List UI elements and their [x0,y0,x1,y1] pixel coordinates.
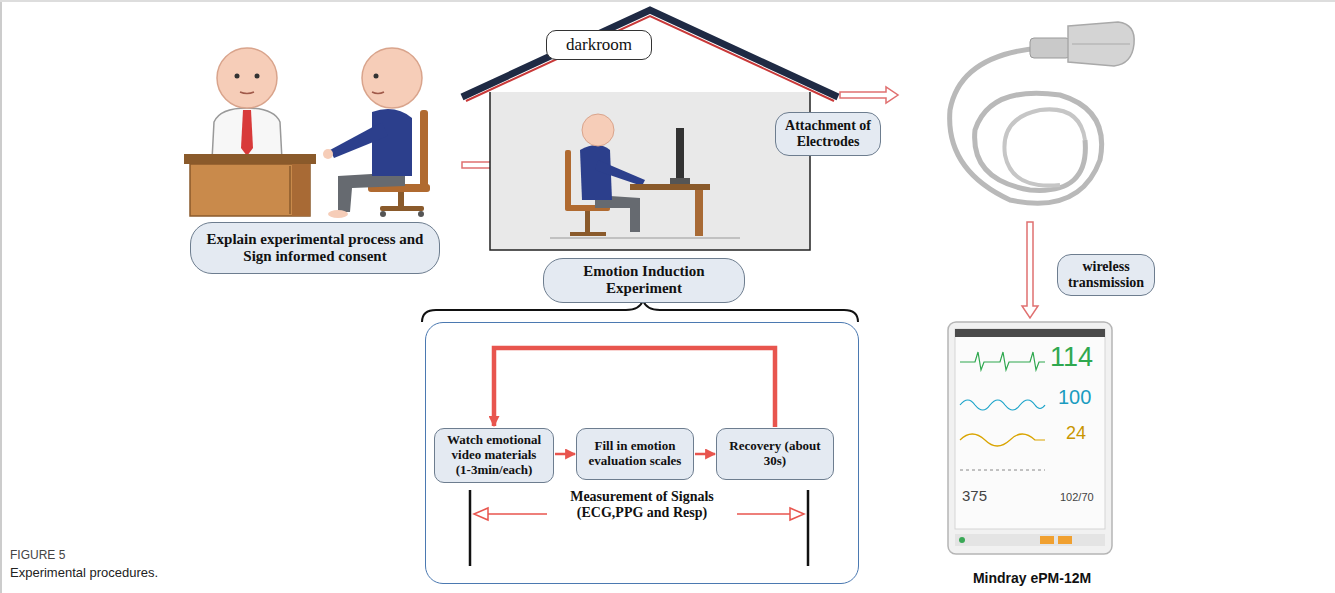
box-text: Fill in emotion evaluation scales [585,439,685,469]
chair-base [570,232,606,236]
pants [338,172,405,212]
chair-post [398,192,404,208]
box-text: darkroom [566,35,632,55]
step-box: Explain experimental process and Sign in… [190,222,440,274]
desk-leg [695,190,703,236]
process-arrow [1022,222,1038,318]
temp-value: 375 [962,488,987,505]
box-text: Watch emotional video materials (1-3min/… [443,433,545,478]
clip-seam [1072,44,1130,45]
eye [235,74,240,79]
transition-box: Attachment of Electrodes [775,112,881,156]
cycle-step-box: Watch emotional video materials (1-3min/… [434,428,554,483]
connector-arrow [695,453,715,456]
resp-value: 24 [1066,424,1086,444]
cable [950,48,1102,203]
monitor-body [948,322,1112,554]
process-arrow [840,87,898,103]
spo2-value: 100 [1058,386,1091,408]
figure-caption: Experimental procedures. [10,566,158,580]
sensor-cable [950,22,1135,203]
floor [550,238,740,239]
pants [595,195,640,232]
eye [374,74,379,79]
arm [595,160,645,186]
finger-clip [1068,22,1134,66]
chair-back [565,150,571,210]
figure-number: FIGURE 5 [10,549,65,562]
screen-header [955,329,1105,337]
connector-arrow [555,453,575,456]
box-text: Explain experimental process and Sign in… [199,231,431,266]
chair-back [420,110,428,190]
desk-front [190,164,310,216]
box-text: Recovery (about 30s) [725,439,825,469]
box-text: wireless transmission [1066,259,1146,291]
shirt [212,108,282,160]
waveform [960,434,1045,446]
chair-post [585,211,590,233]
eye [255,74,260,79]
chair-wheel [418,211,424,217]
button [959,537,965,543]
hand [323,149,333,159]
arrow-head [790,508,804,520]
monitor-screen [955,329,1105,529]
roof [462,10,838,97]
waveform [960,400,1045,410]
participant-figure [323,48,430,218]
cycle-step-box: Fill in emotion evaluation scales [576,428,694,480]
arm [330,122,388,158]
plug [1030,38,1070,58]
chair-base [380,206,424,211]
desk-top [184,154,316,164]
monitor [676,128,684,178]
step-box: Emotion Induction Experiment [543,258,745,303]
frame-line [0,0,2,593]
measure-bar [469,490,472,566]
sweater [372,109,412,176]
foot [328,210,348,218]
button [1040,536,1054,544]
roof-trim [466,16,834,101]
panel-caption: Measurement of Signals (ECG,PPG and Resp… [547,489,737,521]
room-label-box: darkroom [546,30,652,60]
cable [1004,109,1085,185]
heart-rate-value: 114 [1050,343,1093,373]
tie [241,110,253,156]
chair-wheel [380,211,386,217]
desk [184,154,316,216]
device-name: Mindray ePM-12M [950,571,1114,586]
button-bar [955,534,1105,546]
desk-top [630,184,710,190]
house-wall [490,90,810,250]
frame-line [0,0,1335,2]
mouth [372,92,384,94]
patient-monitor [948,322,1112,554]
house-gable [476,14,824,92]
desk-leg [292,164,310,216]
cycle-step-box: Recovery (about 30s) [716,428,834,480]
bp-value: 102/70 [1060,491,1094,503]
button [1058,536,1072,544]
transition-box: wireless transmission [1057,254,1155,296]
procedure-panel: Measurement of Signals (ECG,PPG and Resp… [425,322,859,584]
head [582,114,614,146]
arrow-head [474,508,488,520]
mouth [240,92,254,94]
box-text: Emotion Induction Experiment [552,263,736,298]
head [217,48,277,108]
curly-bracket [422,300,858,322]
measure-bar [807,490,810,566]
interviewer-figure [212,48,282,160]
head [362,48,422,108]
desk-panel [289,166,291,214]
waveform [960,352,1045,370]
waveform [960,470,1045,471]
connector-arrow [494,348,775,427]
box-text: Attachment of Electrodes [784,118,872,150]
monitor-stand [670,178,690,184]
